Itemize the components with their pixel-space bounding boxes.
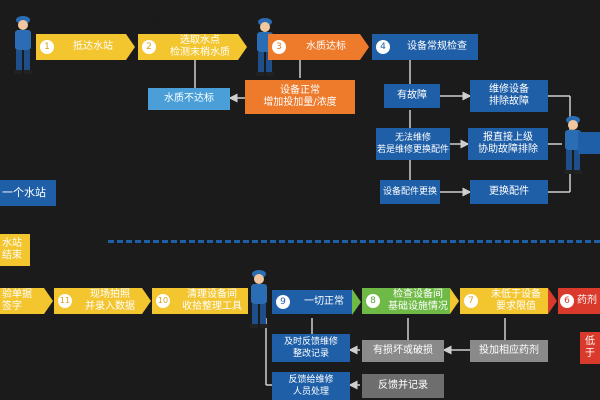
step-label: 设备常规检查 — [407, 41, 467, 52]
step-label: 检查设备间 基础设施情况 — [388, 289, 448, 312]
step-label: 清理设备间 收拾整理工具 — [182, 289, 242, 312]
cannot-repair-box: 无法维修 若是维修更换配件 — [376, 128, 450, 160]
feedback-repair-box: 及时反馈维修 整改记录 — [272, 334, 350, 362]
chevron-arrow-icon — [126, 34, 135, 60]
replace-parts-box: 更换配件 — [470, 180, 548, 204]
step-9-all-normal: 9 一切正常 — [272, 290, 352, 314]
step-10-clean-room: 10 清理设备间 收拾整理工具 — [152, 288, 248, 314]
step-1-arrive-station: 1 抵达水站 — [36, 34, 126, 60]
sign-documents-box: 验单据 签字 — [0, 288, 44, 314]
step-number: 11 — [58, 294, 72, 308]
fault-box: 有故障 — [384, 84, 440, 108]
chevron-arrow-icon — [238, 34, 247, 60]
step-number: 4 — [376, 40, 390, 54]
step-8-check-facility: 8 检查设备间 基础设施情况 — [362, 288, 450, 314]
step-label: 一切正常 — [304, 296, 344, 307]
chevron-arrow-icon — [450, 288, 459, 314]
chevron-arrow-icon — [360, 34, 369, 60]
dashed-divider — [108, 240, 600, 243]
step-number: 2 — [142, 40, 156, 54]
worker-figure-3 — [564, 116, 582, 174]
chevron-arrow-icon — [548, 288, 557, 314]
step-4-equipment-check: 4 设备常规检查 — [372, 34, 478, 60]
chevron-arrow-icon — [142, 288, 151, 314]
report-superior-box: 报直接上级 协助故障排除 — [468, 128, 548, 160]
step-number: 10 — [156, 294, 170, 308]
water-not-standard-box: 水质不达标 — [148, 88, 230, 110]
step-number: 8 — [366, 294, 380, 308]
add-agent-box: 投加相应药剂 — [470, 340, 548, 362]
worker-figure-1 — [14, 16, 32, 74]
step-label: 现场拍照 并录入数据 — [85, 289, 135, 312]
equipment-normal-box: 设备正常 增加投加量/浓度 — [245, 80, 355, 114]
step-6-agent-fragment: 6 药剂 — [558, 288, 600, 314]
step-11-photo-record: 11 现场拍照 并录入数据 — [54, 288, 142, 314]
worker-figure-4 — [250, 270, 268, 328]
step-number: 1 — [40, 40, 54, 54]
step-label: 选取水点 检测末梢水质 — [170, 35, 230, 58]
step-label: 水质达标 — [306, 41, 346, 52]
step-number: 5 — [581, 137, 588, 148]
next-station-box: 一个水站 — [0, 180, 56, 206]
step-label: 未低于设备 要求限值 — [491, 289, 541, 312]
chevron-arrow-icon — [352, 289, 361, 315]
step-2-check-water: 2 选取水点 检测末梢水质 — [138, 34, 238, 60]
step-3-water-standard: 3 水质达标 — [268, 34, 360, 60]
damage-box: 有损坏或破损 — [362, 340, 444, 362]
below-limit-fragment: 低 于 — [580, 332, 600, 364]
step-number: 7 — [464, 294, 478, 308]
station-end-box: 水站 结束 — [0, 234, 30, 266]
step-label: 抵达水站 — [73, 41, 113, 52]
repair-equipment-box: 维修设备 排除故障 — [470, 80, 548, 112]
parts-replace-box: 设备配件更换 — [380, 180, 440, 204]
step-number: 6 — [560, 294, 574, 308]
feedback-repair-staff-box: 反馈给维修 人员处理 — [272, 372, 350, 400]
step-7-not-below-limit: 7 未低于设备 要求限值 — [460, 288, 548, 314]
step-label: 药剂 — [577, 295, 597, 306]
step-5-fragment: 5 — [578, 132, 600, 154]
step-number: 3 — [272, 40, 286, 54]
step-number: 9 — [276, 295, 290, 309]
feedback-record-box: 反馈并记录 — [362, 374, 444, 398]
chevron-arrow-icon — [44, 288, 53, 314]
